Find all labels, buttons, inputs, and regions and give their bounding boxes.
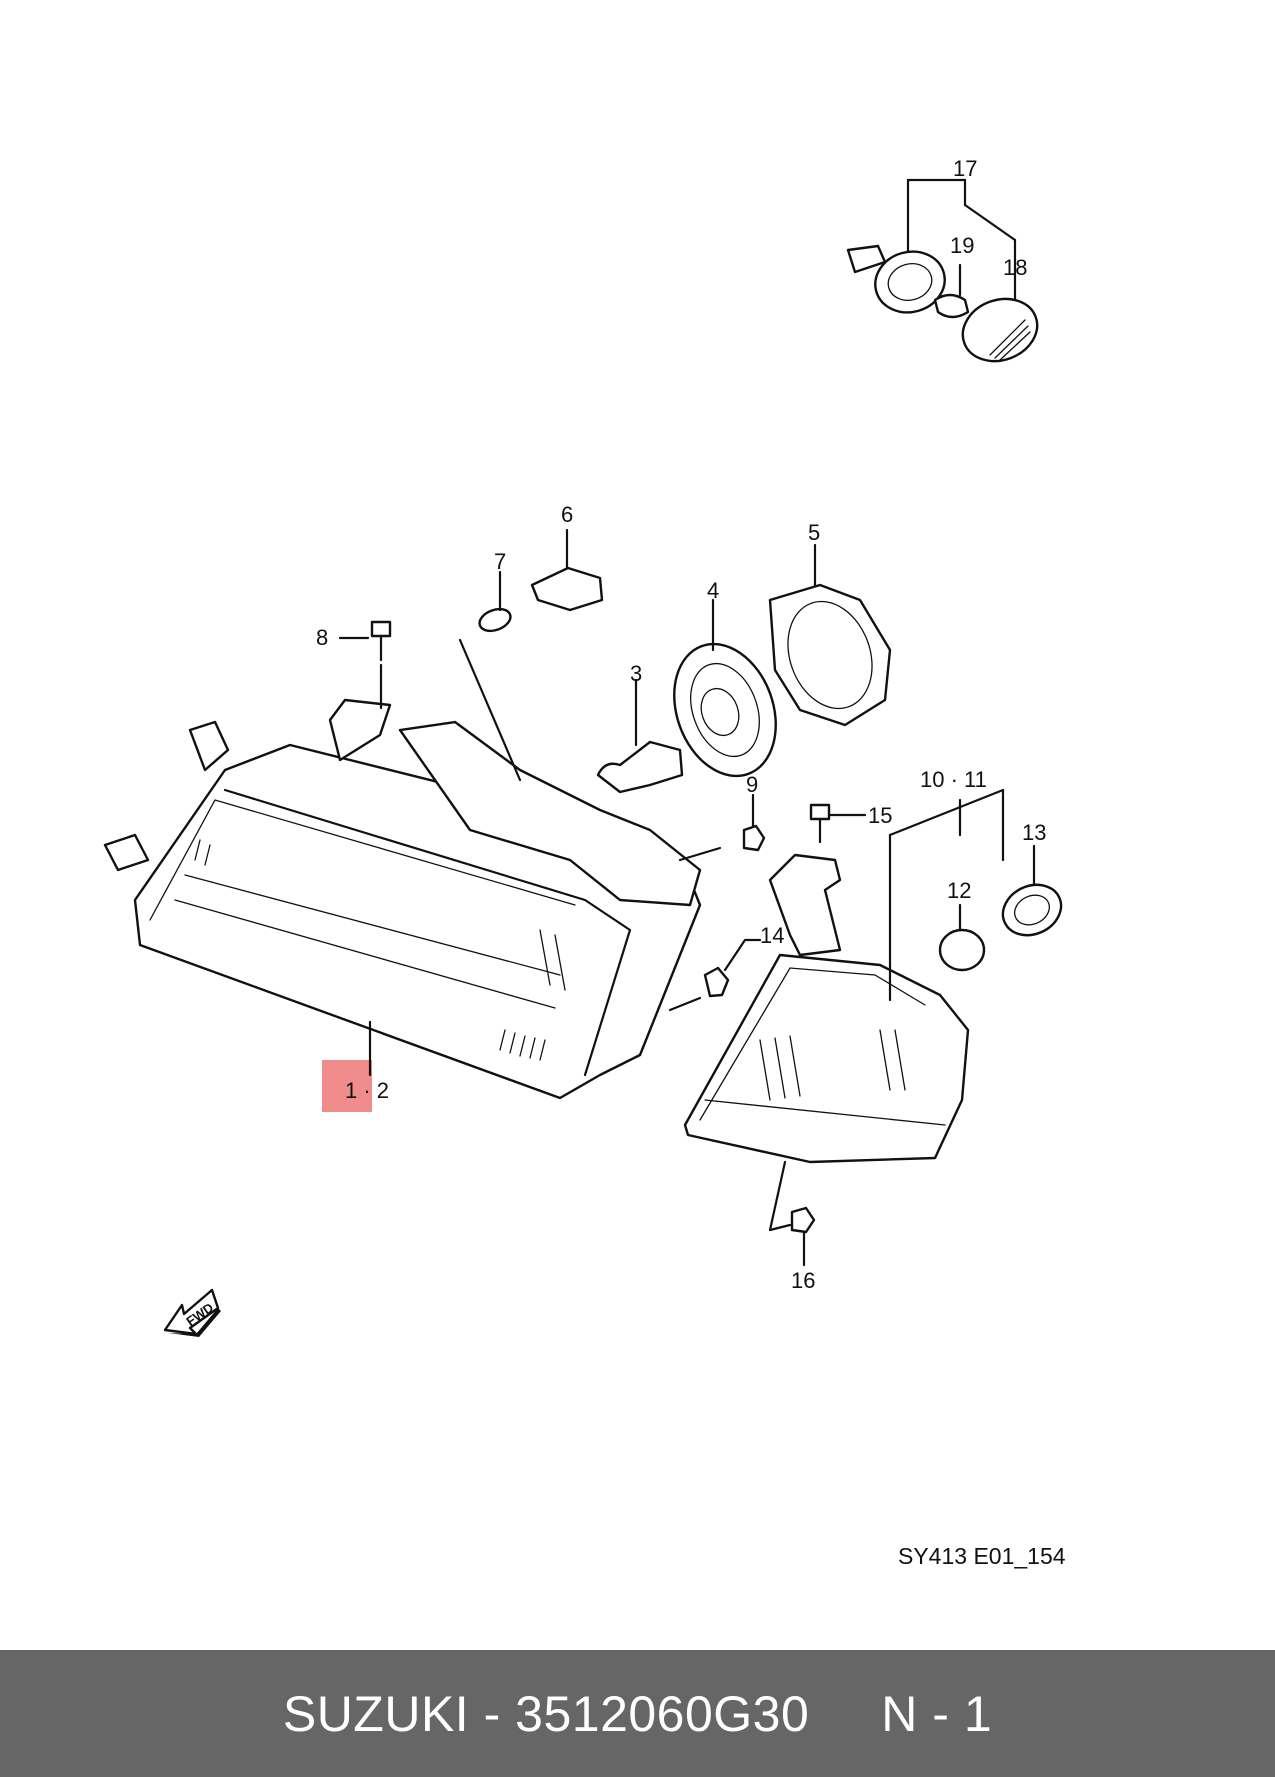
callout-5: 5 (808, 520, 820, 545)
callout-8: 8 (316, 625, 328, 650)
footer-separator: - (469, 1685, 516, 1742)
bolt-15: 15 (809, 803, 892, 844)
turn-signal-lamp: 10 · 11 (683, 767, 1005, 1164)
callout-7: 7 (494, 549, 506, 574)
callout-19: 19 (950, 233, 974, 258)
callout-15: 15 (868, 803, 892, 828)
bulb-7-socket-6: 7 6 (458, 502, 604, 782)
callout-13: 13 (1022, 820, 1046, 845)
headlamp-housing: 1 · 2 (103, 698, 722, 1103)
footer-gap (809, 1685, 881, 1743)
callout-highlight (322, 1060, 372, 1112)
callout-3: 3 (630, 661, 642, 686)
callout-4: 4 (707, 578, 719, 603)
callout-10-11: 10 · 11 (920, 767, 987, 792)
brand-name: SUZUKI (282, 1685, 470, 1742)
retaining-ring-5: 5 (768, 520, 892, 727)
diagram-position: N - 1 (881, 1685, 993, 1742)
callout-14: 14 (760, 923, 784, 948)
nut-9: 9 (742, 772, 766, 852)
exploded-parts-diagram: 17 19 18 1 · 2 (103, 156, 1063, 1337)
callout-12: 12 (947, 878, 971, 903)
fwd-arrow-icon: FWD (163, 1288, 221, 1337)
callout-18: 18 (1003, 255, 1027, 280)
side-marker-assembly: 17 19 18 (846, 156, 1039, 363)
cover-4: 4 (673, 578, 777, 778)
callout-1-2: 1 · 2 (345, 1078, 389, 1103)
callout-17: 17 (953, 156, 977, 181)
bulb-12-socket-13: 12 13 (938, 820, 1063, 972)
callout-9: 9 (746, 772, 758, 797)
nut-16: 16 (768, 1160, 815, 1293)
bulb-3: 3 (596, 661, 684, 794)
clip-14: 14 (703, 923, 784, 998)
screw-8: 8 (316, 620, 392, 710)
callout-16: 16 (791, 1268, 815, 1293)
diagram-reference-code: SY413 E01_154 (898, 1543, 1066, 1569)
callout-6: 6 (561, 502, 573, 527)
part-number: 3512060G30 (515, 1685, 810, 1742)
part-info-footer: SUZUKI - 3512060G30 N - 1 (0, 1650, 1275, 1777)
